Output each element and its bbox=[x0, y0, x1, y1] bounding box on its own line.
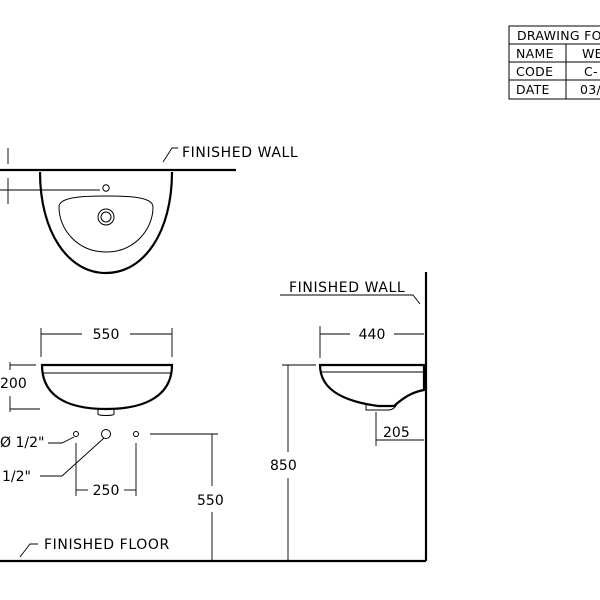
title-block-date-value: 03/ bbox=[580, 82, 600, 97]
front-view: 550 200 Ø 1/2" 1/2" 250 550 bbox=[0, 327, 224, 561]
plan-drain-inner bbox=[100, 211, 112, 223]
pipe-small-left bbox=[73, 431, 79, 437]
title-block-code-value: C- bbox=[584, 64, 598, 79]
side-drain-dim: 205 bbox=[383, 425, 410, 441]
title-block-name-label: NAME bbox=[516, 46, 554, 61]
side-view: FINISHED WALL 440 850 205 bbox=[270, 272, 428, 561]
pipe-dia-label-2: 1/2" bbox=[2, 469, 31, 485]
basin-front bbox=[40, 363, 174, 411]
basin-outline-plan bbox=[38, 171, 174, 275]
title-block-header: DRAWING FO bbox=[517, 28, 600, 43]
side-trap bbox=[365, 401, 399, 411]
floor-leader bbox=[19, 543, 38, 558]
basin-bowl-plan bbox=[58, 195, 154, 253]
front-width-dim: 550 bbox=[93, 327, 120, 343]
side-depth-dim: 440 bbox=[359, 327, 386, 343]
title-block-code-label: CODE bbox=[516, 64, 553, 79]
finished-wall-top-label: FINISHED WALL bbox=[182, 145, 298, 161]
pipe-leader-1 bbox=[48, 436, 75, 444]
title-block-date-label: DATE bbox=[516, 82, 550, 97]
basin-side bbox=[318, 363, 426, 408]
side-wall-leader bbox=[406, 294, 421, 305]
pipe-small-right bbox=[133, 431, 139, 437]
pipe-leader-2 bbox=[40, 437, 105, 477]
plan-tap-hole bbox=[102, 184, 110, 192]
plan-wall-leader bbox=[162, 147, 178, 163]
pipe-spacing-dim: 250 bbox=[93, 483, 120, 499]
pipe-drain-center bbox=[101, 429, 111, 439]
side-height-dim: 850 bbox=[270, 458, 297, 474]
outlet-height-dim: 550 bbox=[197, 493, 224, 509]
floor: FINISHED FLOOR bbox=[0, 537, 426, 563]
plan-drain-outer bbox=[97, 208, 115, 226]
title-block: DRAWING FO NAME WE CODE C- DATE 03/ bbox=[508, 25, 600, 100]
title-block-name-value: WE bbox=[582, 46, 600, 61]
finished-floor-label: FINISHED FLOOR bbox=[44, 537, 170, 553]
pipe-dia-label-1: Ø 1/2" bbox=[0, 435, 44, 451]
plan-view: FINISHED WALL bbox=[0, 145, 298, 275]
finished-wall-side-label: FINISHED WALL bbox=[289, 280, 405, 296]
front-height-dim: 200 bbox=[0, 376, 27, 392]
